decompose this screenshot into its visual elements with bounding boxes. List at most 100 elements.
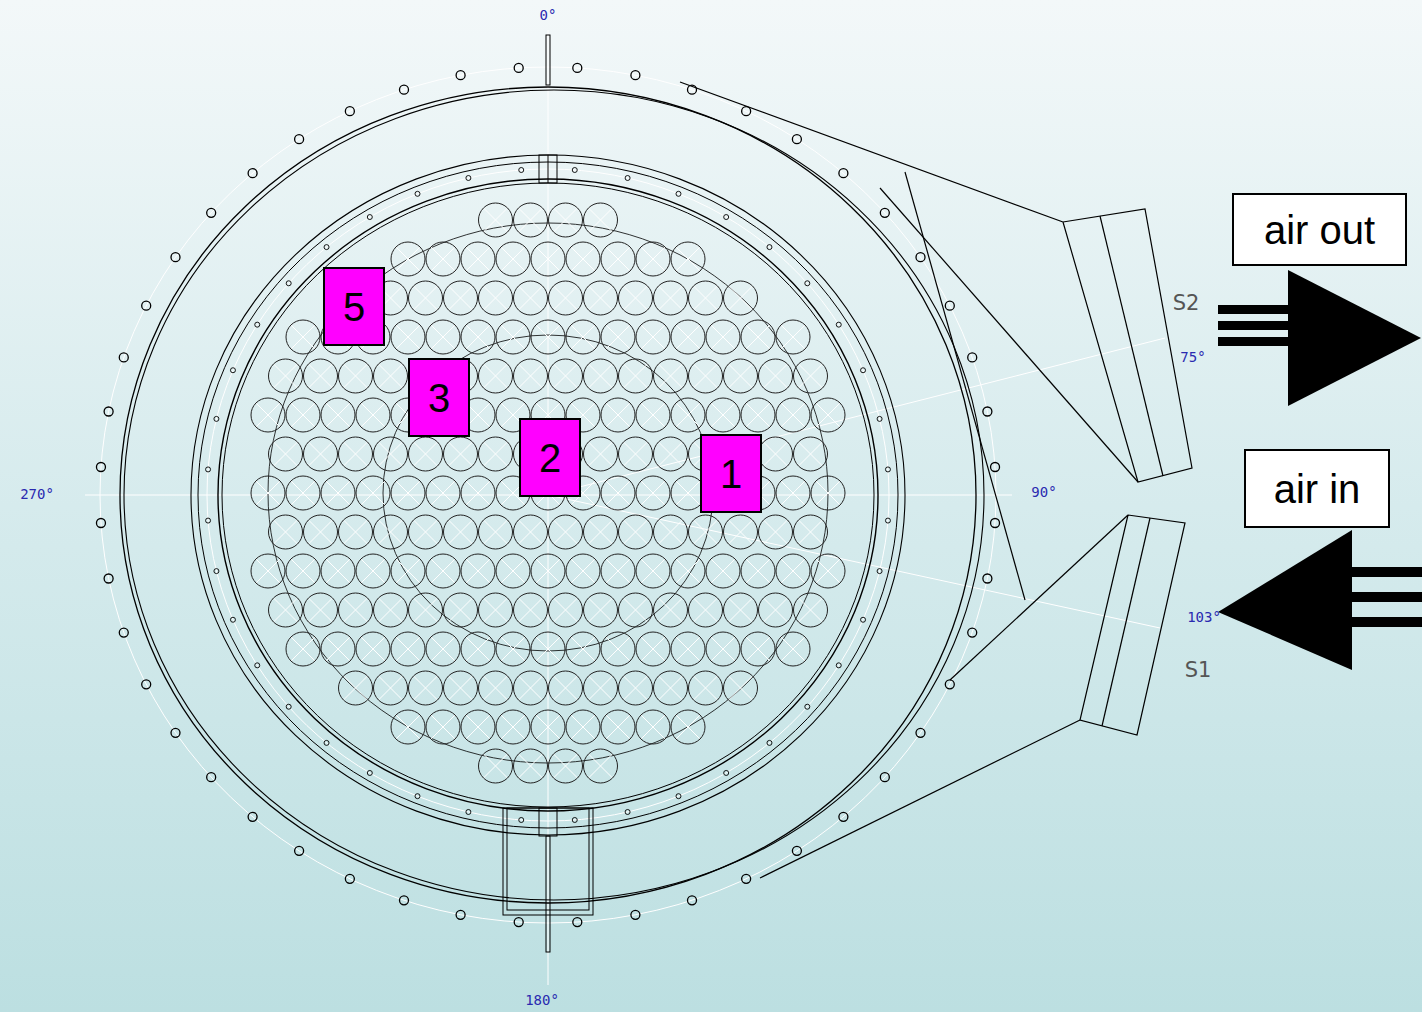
small-hole bbox=[805, 281, 810, 286]
tube-cross bbox=[466, 481, 490, 505]
tube bbox=[339, 437, 373, 471]
tube bbox=[654, 281, 688, 315]
bolt-hole bbox=[991, 518, 1000, 527]
tube-cross bbox=[396, 637, 420, 661]
angle-label: 270° bbox=[20, 487, 54, 501]
arrow-bar bbox=[1348, 592, 1422, 602]
flow-label-box: air out bbox=[1232, 193, 1407, 266]
tube bbox=[531, 710, 565, 744]
tube-cross bbox=[588, 364, 612, 388]
bolt-hole bbox=[839, 812, 848, 821]
tube-cross bbox=[448, 286, 472, 310]
tube bbox=[339, 515, 373, 549]
tube bbox=[619, 593, 653, 627]
tube-cross bbox=[536, 325, 560, 349]
tube-cross bbox=[501, 325, 525, 349]
tube bbox=[286, 398, 320, 432]
bolt-hole bbox=[171, 728, 180, 737]
tube-cross bbox=[466, 325, 490, 349]
tube bbox=[776, 476, 810, 510]
outlet-flange-s2 bbox=[1100, 216, 1163, 476]
tube-cross bbox=[816, 559, 840, 583]
tube-cross bbox=[676, 247, 700, 271]
tube-cross bbox=[693, 286, 717, 310]
tube bbox=[479, 515, 513, 549]
tube-cross bbox=[571, 247, 595, 271]
tube-cross bbox=[396, 481, 420, 505]
bolt-hole bbox=[631, 910, 640, 919]
tube-cross bbox=[798, 364, 822, 388]
tube bbox=[549, 749, 583, 783]
bolt-hole bbox=[945, 680, 954, 689]
tube-cross bbox=[431, 637, 455, 661]
bolt-hole bbox=[96, 463, 105, 472]
tube bbox=[426, 242, 460, 276]
tube bbox=[636, 398, 670, 432]
small-hole bbox=[767, 245, 772, 250]
tube bbox=[811, 476, 845, 510]
tube bbox=[759, 593, 793, 627]
tube-cross bbox=[641, 247, 665, 271]
bolt-hole bbox=[688, 85, 697, 94]
tube-cross bbox=[623, 442, 647, 466]
tube bbox=[374, 437, 408, 471]
tube-cross bbox=[413, 442, 437, 466]
bolt-hole bbox=[399, 896, 408, 905]
tube-cross bbox=[763, 364, 787, 388]
tube bbox=[531, 242, 565, 276]
tube-cross bbox=[291, 637, 315, 661]
angle-label: 180° bbox=[525, 993, 559, 1007]
tube-cross bbox=[518, 598, 542, 622]
tube bbox=[391, 242, 425, 276]
bolt-hole bbox=[573, 63, 582, 72]
tube-cross bbox=[816, 481, 840, 505]
tube-cross bbox=[676, 559, 700, 583]
tube-cross bbox=[256, 403, 280, 427]
tube-cross bbox=[588, 754, 612, 778]
bolt-hole bbox=[742, 107, 751, 116]
tube bbox=[391, 320, 425, 354]
tube-cross bbox=[501, 247, 525, 271]
tube-cross bbox=[571, 715, 595, 739]
tube bbox=[549, 203, 583, 237]
tube-cross bbox=[606, 247, 630, 271]
small-hole bbox=[466, 809, 471, 814]
tube-cross bbox=[623, 442, 647, 466]
tube bbox=[566, 710, 600, 744]
tube-cross bbox=[606, 325, 630, 349]
tube-cross bbox=[291, 403, 315, 427]
tube-cross bbox=[361, 403, 385, 427]
tube-cross bbox=[816, 403, 840, 427]
tube-cross bbox=[781, 559, 805, 583]
tube bbox=[444, 593, 478, 627]
tube-cross bbox=[781, 325, 805, 349]
bolt-hole bbox=[248, 169, 257, 178]
bolt-holes bbox=[96, 63, 999, 926]
tube-cross bbox=[816, 403, 840, 427]
tube-cross bbox=[781, 637, 805, 661]
tube-cross bbox=[693, 676, 717, 700]
tube-cross bbox=[536, 559, 560, 583]
tube bbox=[654, 515, 688, 549]
angle-label: 103° bbox=[1187, 610, 1221, 624]
tube bbox=[321, 476, 355, 510]
tube bbox=[461, 476, 495, 510]
tube-cross bbox=[536, 247, 560, 271]
tube-cross bbox=[378, 442, 402, 466]
tube bbox=[601, 632, 635, 666]
tube-cross bbox=[676, 403, 700, 427]
tube bbox=[636, 710, 670, 744]
tube-cross bbox=[711, 403, 735, 427]
tube bbox=[251, 398, 285, 432]
bolt-hole bbox=[456, 910, 465, 919]
tube bbox=[496, 320, 530, 354]
bolt-hole bbox=[792, 135, 801, 144]
tube bbox=[601, 476, 635, 510]
tube-cross bbox=[606, 637, 630, 661]
tube-cross bbox=[553, 520, 577, 544]
tube-cross bbox=[343, 364, 367, 388]
tube bbox=[496, 242, 530, 276]
tube-cross bbox=[483, 754, 507, 778]
tube bbox=[269, 515, 303, 549]
tube bbox=[374, 671, 408, 705]
